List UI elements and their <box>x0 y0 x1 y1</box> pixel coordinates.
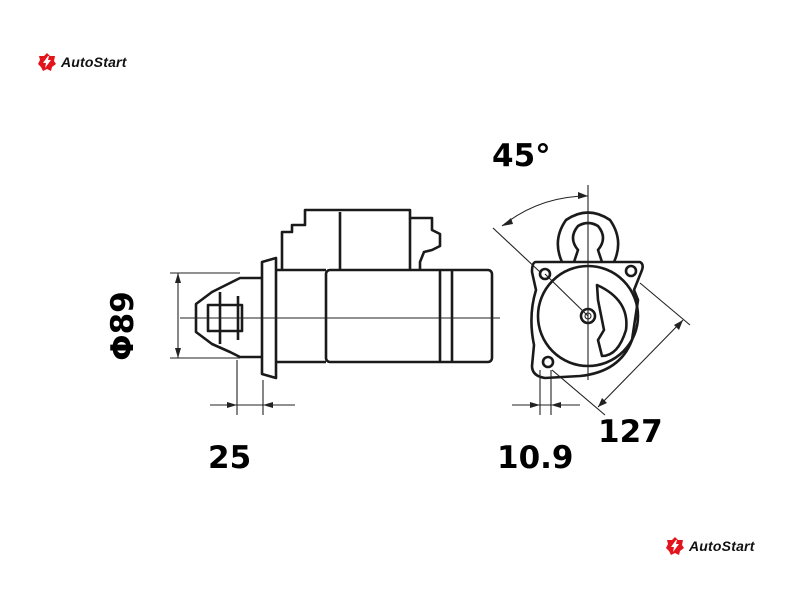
brand-name: AutoStart <box>689 538 755 554</box>
brand-name: AutoStart <box>61 54 127 70</box>
angle-label: 45° <box>492 138 551 174</box>
diameter-label: Φ89 <box>105 291 141 361</box>
side-view <box>170 208 500 415</box>
nose-length-label: 25 <box>208 440 252 476</box>
brand-logo-icon <box>666 537 684 555</box>
brand-logo-bottom: AutoStart <box>665 536 755 556</box>
brand-logo-icon <box>38 53 56 71</box>
end-view <box>492 185 691 416</box>
brand-logo-top: AutoStart <box>37 52 127 72</box>
hole-offset-label: 10.9 <box>497 440 574 476</box>
mount-span-label: 127 <box>598 414 663 450</box>
